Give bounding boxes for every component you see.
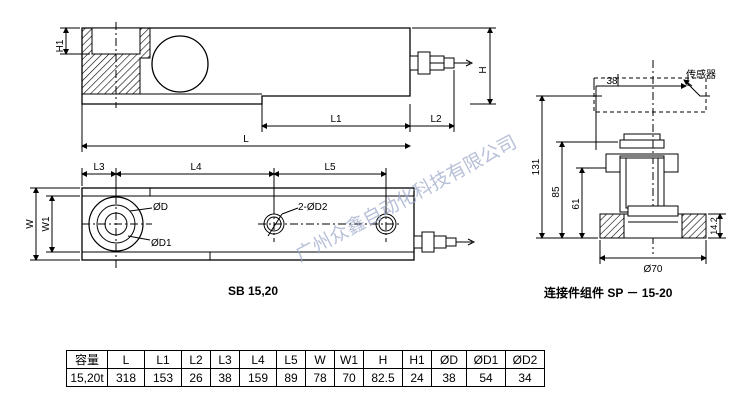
watermark: 广州众鑫自动化科技有限公司 [292,131,520,266]
spec-header-cell: ØD1 [466,350,506,369]
spec-cell: 70 [334,368,364,387]
dim-label-h: H [478,66,489,73]
spec-header-cell: H [363,350,403,369]
spec-cell: 159 [239,368,277,387]
spec-header-cell: L [107,350,145,369]
spec-header-cell: W1 [334,350,364,369]
dim-label-70: Ø70 [644,264,663,275]
spec-header-cell: H1 [402,350,432,369]
dim-label-l4: L4 [190,162,202,173]
spec-cell: 15,20t [66,368,108,387]
technical-drawing: H1 H L1 L2 L [25,22,726,275]
caption-sb-model: SB 15,20 [228,284,279,298]
spec-header-cell: L3 [210,350,240,369]
dim-label-61: 61 [571,198,582,210]
top-view [30,168,476,268]
spec-cell: 24 [402,368,432,387]
spec-header-cell: L5 [276,350,306,369]
caption-connector-assembly: 连接件组件 SP － 15-20 [544,286,673,300]
dim-label-14-2: 14.2 [709,217,719,235]
spec-header-cell: 容量 [66,350,108,369]
spec-header-cell: W [305,350,335,369]
dim-label-h1: H1 [55,39,66,52]
spec-cell: 34 [505,368,545,387]
dim-label-131: 131 [531,158,542,175]
side-view [60,22,496,152]
spec-cell: 82.5 [363,368,403,387]
dim-label-w1: W1 [41,216,52,231]
spec-table: 容量 L L1 L2 L3 L4 L5 W W1 H H1 ØD ØD1 ØD2… [66,350,545,387]
spec-cell: 89 [276,368,306,387]
spec-cell: 38 [210,368,240,387]
sensor-label: 传感器 [686,68,716,81]
spec-header-cell: L4 [239,350,277,369]
dim-label-w: W [25,219,36,229]
spec-cell: 26 [181,368,211,387]
spec-table-header-row: 容量 L L1 L2 L3 L4 L5 W W1 H H1 ØD ØD1 ØD2 [66,350,545,369]
assembly-view [536,60,726,264]
dim-label-l3: L3 [93,162,105,173]
spec-cell: 54 [466,368,506,387]
label-hole-d2: 2-ØD2 [298,202,328,213]
spec-cell: 318 [107,368,145,387]
spec-table-row: 15,20t 318 153 26 38 159 89 78 70 82.5 2… [66,368,545,387]
spec-header-cell: L1 [144,350,182,369]
label-bore-d: ØD [153,202,168,213]
dim-label-85: 85 [551,186,562,198]
dim-label-l2: L2 [430,114,442,125]
dim-label-l1: L1 [330,114,342,125]
dim-label-l: L [243,134,249,145]
spec-header-cell: ØD2 [505,350,545,369]
dim-label-38: 38 [606,76,618,87]
spec-cell: 38 [431,368,467,387]
spec-header-cell: L2 [181,350,211,369]
spec-cell: 153 [144,368,182,387]
dim-label-l5: L5 [324,162,336,173]
label-bore-d1: ØD1 [151,238,172,249]
spec-cell: 78 [305,368,335,387]
spec-header-cell: ØD [431,350,467,369]
